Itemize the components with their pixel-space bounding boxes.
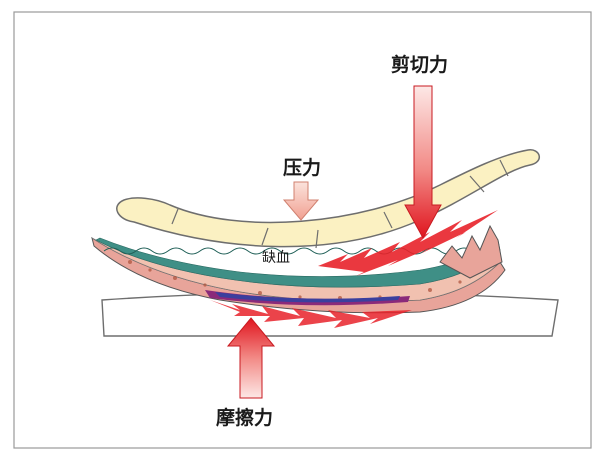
friction-lightning [210,300,412,328]
pressure-label: 压力 [283,157,322,179]
bruise-zone-blue [215,292,400,303]
friction-arrow [226,317,276,399]
fascia-wave [103,247,489,255]
friction-label: 摩擦力 [216,407,274,429]
ischemia-label: 缺血 [262,250,290,266]
bone-segments [171,159,509,249]
torn-tissue [439,224,503,279]
tissue-layers [91,224,506,314]
shear-force-label: 剪切力 [391,54,449,76]
texture-spots [128,260,462,300]
shear-lightning [318,210,498,276]
frame [13,11,592,449]
shear-force-arrow [404,85,442,240]
bone [116,149,540,248]
pressure-arrow [282,181,320,221]
